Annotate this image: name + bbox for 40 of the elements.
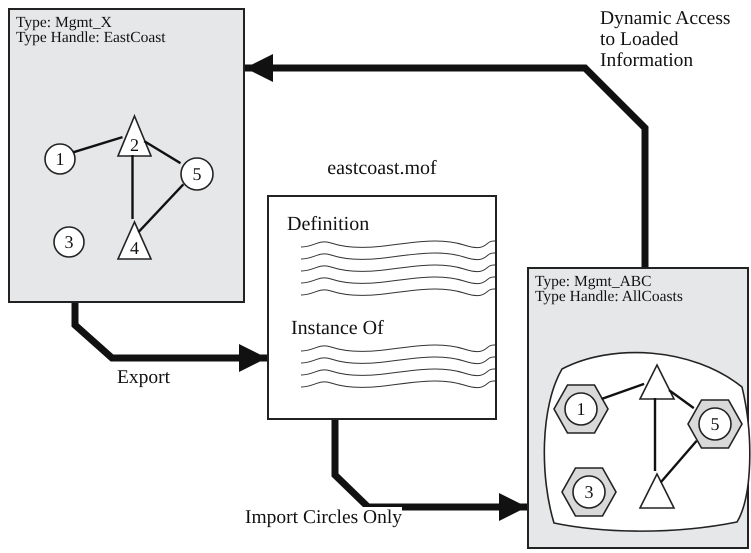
connector-line (601, 382, 644, 400)
edge-label: Export (117, 367, 170, 388)
hexagon-node (554, 385, 608, 433)
type-handle-label: Type Handle: AllCoasts (535, 289, 683, 305)
hexagon-node (562, 468, 616, 516)
flow-arrow (245, 54, 648, 267)
node-number: 1 (54, 150, 66, 168)
triangle-node (117, 221, 152, 260)
connector-line (144, 140, 182, 164)
connector-line (131, 155, 134, 219)
node-number: 5 (710, 415, 720, 433)
node-number: 3 (64, 233, 74, 251)
circle-node (53, 226, 85, 258)
connector-line (668, 389, 694, 410)
node-number: 3 (584, 483, 594, 501)
type-handle-label: Type Handle: EastCoast (16, 30, 166, 46)
circle-node (180, 157, 214, 191)
connector-line (660, 440, 698, 484)
type-label: Type: Mgmt_X (16, 15, 112, 31)
connector-line (72, 136, 123, 154)
type-panel (527, 267, 749, 549)
file-name: eastcoast.mof (326, 157, 438, 179)
circle-node (44, 143, 76, 175)
type-panel (8, 8, 245, 303)
edge-label: Import Circles Only (245, 507, 402, 528)
section-heading: Instance Of (291, 317, 384, 339)
connector-line (654, 398, 656, 471)
connector-line (138, 183, 184, 234)
triangle-node (639, 364, 675, 400)
node-number: 2 (129, 136, 140, 154)
hexagon-node (688, 400, 742, 448)
type-label: Type: Mgmt_ABC (535, 274, 652, 290)
section-heading: Definition (287, 213, 370, 235)
triangle-node (639, 473, 675, 509)
node-number: 5 (192, 165, 202, 183)
triangle-node (117, 115, 152, 157)
node-number: 4 (129, 239, 140, 257)
node-number: 1 (576, 400, 586, 418)
flow-arrow (332, 420, 527, 521)
flow-arrow (72, 303, 267, 372)
